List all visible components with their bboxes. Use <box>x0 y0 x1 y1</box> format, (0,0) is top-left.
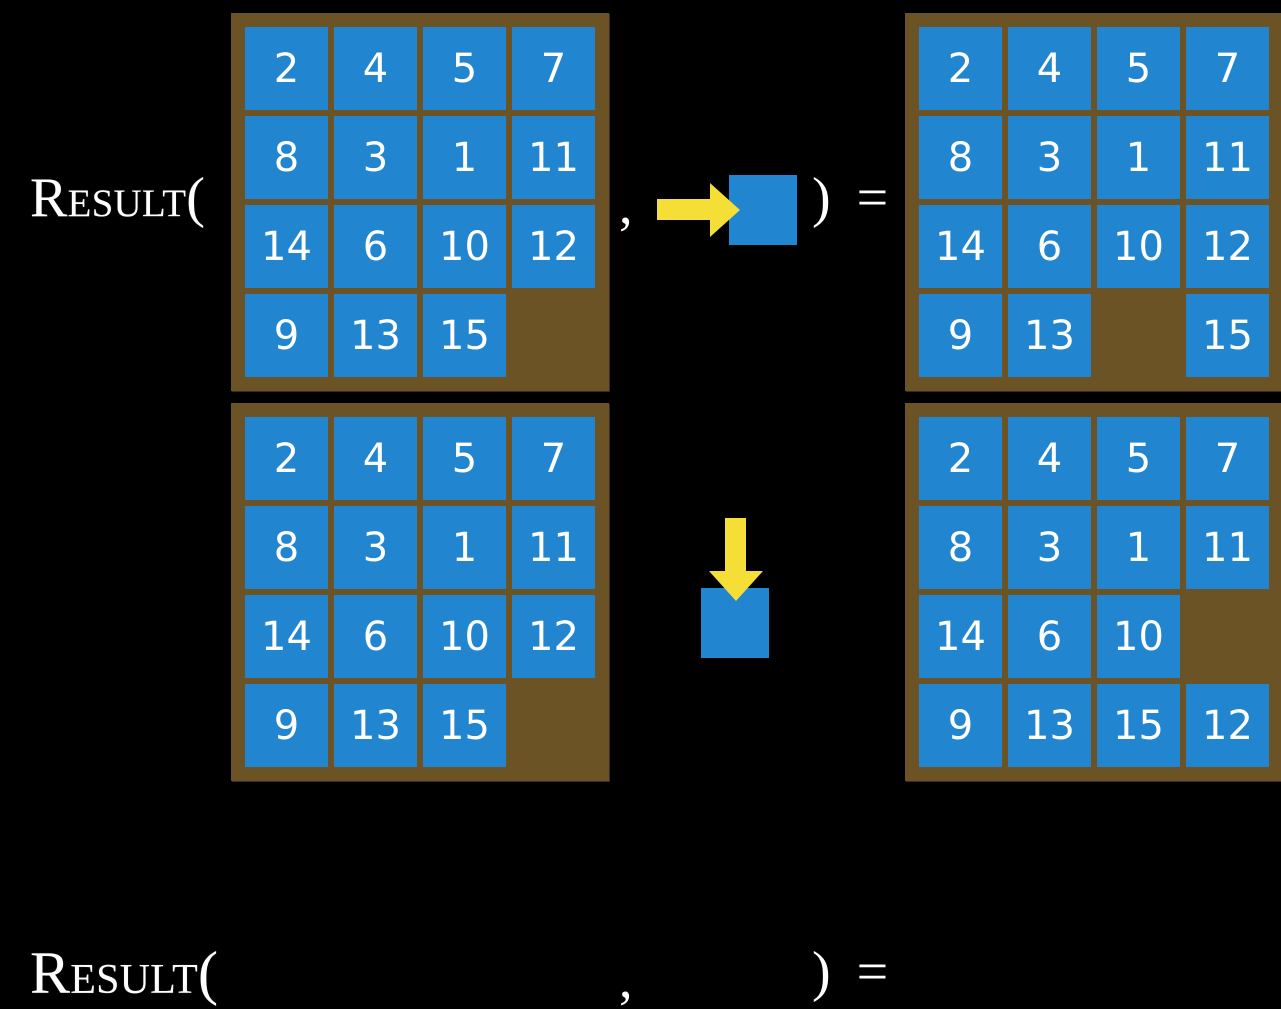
puzzle-tile[interactable]: 11 <box>1186 116 1269 199</box>
puzzle-tile[interactable]: 3 <box>334 506 417 589</box>
puzzle-tile[interactable]: 2 <box>245 27 328 110</box>
puzzle-tile[interactable]: 14 <box>245 205 328 288</box>
puzzle-tile[interactable]: 7 <box>1186 417 1269 500</box>
puzzle-tile[interactable]: 11 <box>512 116 595 199</box>
argument-separator-comma: , <box>619 175 633 235</box>
puzzle-tile[interactable]: 10 <box>1097 205 1180 288</box>
close-paren-equals: ) = <box>812 941 895 1003</box>
puzzle-tile[interactable]: 15 <box>423 684 506 767</box>
puzzle-tile[interactable]: 12 <box>512 595 595 678</box>
puzzle-tile[interactable]: 3 <box>334 116 417 199</box>
puzzle-tile[interactable]: 14 <box>919 595 1002 678</box>
puzzle-tile[interactable]: 15 <box>423 294 506 377</box>
puzzle-tile[interactable]: 14 <box>245 595 328 678</box>
puzzle-tile[interactable]: 11 <box>1186 506 1269 589</box>
puzzle-tile[interactable]: 1 <box>423 116 506 199</box>
puzzle-tile[interactable]: 6 <box>1008 205 1091 288</box>
equation-row-move-down: Result( 2 4 5 7 8 3 1 11 14 6 10 12 9 13… <box>0 390 1281 1006</box>
puzzle-board-after: 2 4 5 7 8 3 1 11 14 6 10 12 9 13 15 <box>905 13 1281 391</box>
puzzle-tile[interactable]: 2 <box>919 417 1002 500</box>
puzzle-tile[interactable]: 4 <box>1008 417 1091 500</box>
puzzle-tile[interactable]: 4 <box>334 417 417 500</box>
puzzle-tile-blank[interactable] <box>512 294 595 377</box>
puzzle-tile[interactable]: 6 <box>1008 595 1091 678</box>
puzzle-tile[interactable]: 10 <box>423 595 506 678</box>
puzzle-tile[interactable]: 5 <box>1097 417 1180 500</box>
puzzle-tile[interactable]: 12 <box>1186 684 1269 767</box>
puzzle-tile[interactable]: 15 <box>1186 294 1269 377</box>
puzzle-tile[interactable]: 7 <box>512 417 595 500</box>
puzzle-tile[interactable]: 6 <box>334 205 417 288</box>
puzzle-tile[interactable]: 11 <box>512 506 595 589</box>
puzzle-tile[interactable]: 8 <box>245 116 328 199</box>
puzzle-tile[interactable]: 4 <box>334 27 417 110</box>
arrow-shaft <box>657 199 713 220</box>
puzzle-tile[interactable]: 12 <box>512 205 595 288</box>
puzzle-tile[interactable]: 7 <box>512 27 595 110</box>
puzzle-tile-blank[interactable] <box>1097 294 1180 377</box>
puzzle-tile[interactable]: 9 <box>919 294 1002 377</box>
puzzle-tile-blank[interactable] <box>512 684 595 767</box>
puzzle-tile[interactable]: 13 <box>334 294 417 377</box>
puzzle-tile[interactable]: 2 <box>919 27 1002 110</box>
puzzle-tile[interactable]: 7 <box>1186 27 1269 110</box>
argument-separator-comma: , <box>619 949 633 1009</box>
puzzle-tile[interactable]: 13 <box>1008 684 1091 767</box>
puzzle-tile[interactable]: 6 <box>334 595 417 678</box>
puzzle-tile[interactable]: 3 <box>1008 116 1091 199</box>
puzzle-tile-blank[interactable] <box>1186 595 1269 678</box>
move-tile-swatch <box>729 175 797 245</box>
puzzle-board-before: 2 4 5 7 8 3 1 11 14 6 10 12 9 13 15 <box>231 403 609 781</box>
result-function-label: Result( <box>30 940 219 1006</box>
puzzle-tile[interactable]: 9 <box>919 684 1002 767</box>
puzzle-tile[interactable]: 3 <box>1008 506 1091 589</box>
puzzle-tile[interactable]: 1 <box>1097 506 1180 589</box>
puzzle-tile[interactable]: 2 <box>245 417 328 500</box>
puzzle-tile[interactable]: 10 <box>423 205 506 288</box>
puzzle-tile[interactable]: 5 <box>1097 27 1180 110</box>
puzzle-tile[interactable]: 1 <box>1097 116 1180 199</box>
puzzle-tile[interactable]: 4 <box>1008 27 1091 110</box>
close-paren-equals: ) = <box>812 167 895 229</box>
puzzle-tile[interactable]: 1 <box>423 506 506 589</box>
puzzle-tile[interactable]: 5 <box>423 417 506 500</box>
puzzle-board-before: 2 4 5 7 8 3 1 11 14 6 10 12 9 13 15 <box>231 13 609 391</box>
arrow-shaft <box>725 518 746 574</box>
puzzle-tile[interactable]: 8 <box>919 506 1002 589</box>
puzzle-tile[interactable]: 13 <box>1008 294 1091 377</box>
equation-row-move-right: Result( 2 4 5 7 8 3 1 11 14 6 10 12 9 13… <box>0 0 1281 391</box>
puzzle-tile[interactable]: 13 <box>334 684 417 767</box>
puzzle-tile[interactable]: 8 <box>245 506 328 589</box>
puzzle-tile[interactable]: 5 <box>423 27 506 110</box>
result-function-label: Result( <box>30 167 206 229</box>
puzzle-tile[interactable]: 9 <box>245 684 328 767</box>
puzzle-board-after: 2 4 5 7 8 3 1 11 14 6 10 9 13 15 12 <box>905 403 1281 781</box>
puzzle-tile[interactable]: 15 <box>1097 684 1180 767</box>
arrow-head <box>709 571 763 601</box>
arrow-head <box>710 183 740 237</box>
puzzle-tile[interactable]: 8 <box>919 116 1002 199</box>
puzzle-tile[interactable]: 9 <box>245 294 328 377</box>
puzzle-tile[interactable]: 12 <box>1186 205 1269 288</box>
puzzle-tile[interactable]: 10 <box>1097 595 1180 678</box>
puzzle-tile[interactable]: 14 <box>919 205 1002 288</box>
